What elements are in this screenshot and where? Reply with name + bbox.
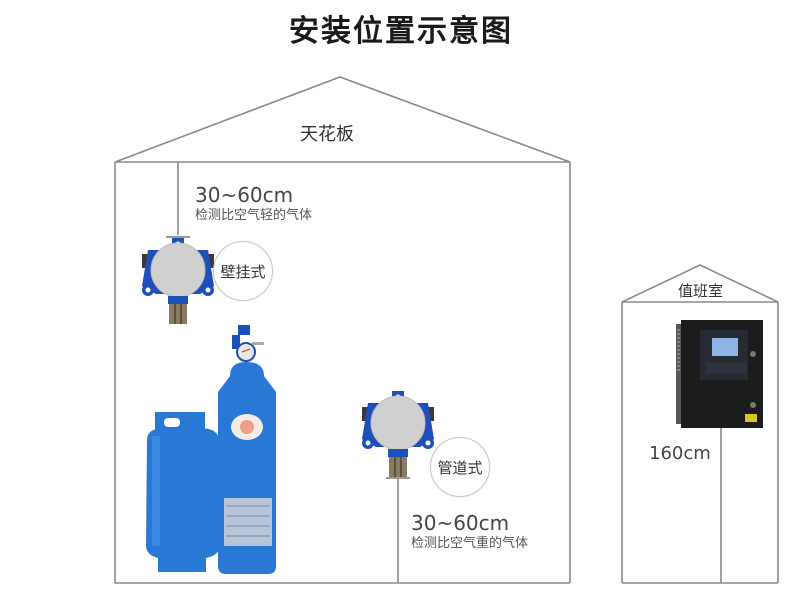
pipe-mount-badge: 管道式 [430, 437, 490, 497]
wall-mount-annotation: 30~60cm 检测比空气轻的气体 [195, 184, 312, 224]
wall-mount-description: 检测比空气轻的气体 [195, 208, 313, 223]
duty-room-label: 值班室 [678, 282, 724, 300]
pipe-mount-annotation: 30~60cm 检测比空气重的气体 [411, 512, 528, 552]
gas-detector-icon [362, 391, 434, 479]
alarm-controller-icon [676, 320, 763, 428]
page-title: 安装位置示意图 [289, 14, 513, 49]
gas-cylinder-icon [218, 325, 276, 574]
pipe-mount-distance: 30~60cm [411, 511, 510, 535]
controller-height: 160cm [649, 443, 711, 464]
duty-room-outline [621, 264, 779, 584]
lpg-tank-icon [146, 412, 220, 572]
main-room-outline [114, 76, 571, 584]
ceiling-label: 天花板 [300, 124, 354, 145]
pipe-mount-label: 管道式 [437, 458, 483, 477]
wall-mount-distance: 30~60cm [195, 183, 294, 207]
pipe-mount-description: 检测比空气重的气体 [411, 536, 529, 551]
wall-mount-label: 壁挂式 [220, 262, 266, 281]
gas-detector-icon [142, 236, 214, 324]
wall-mount-badge: 壁挂式 [213, 241, 273, 301]
